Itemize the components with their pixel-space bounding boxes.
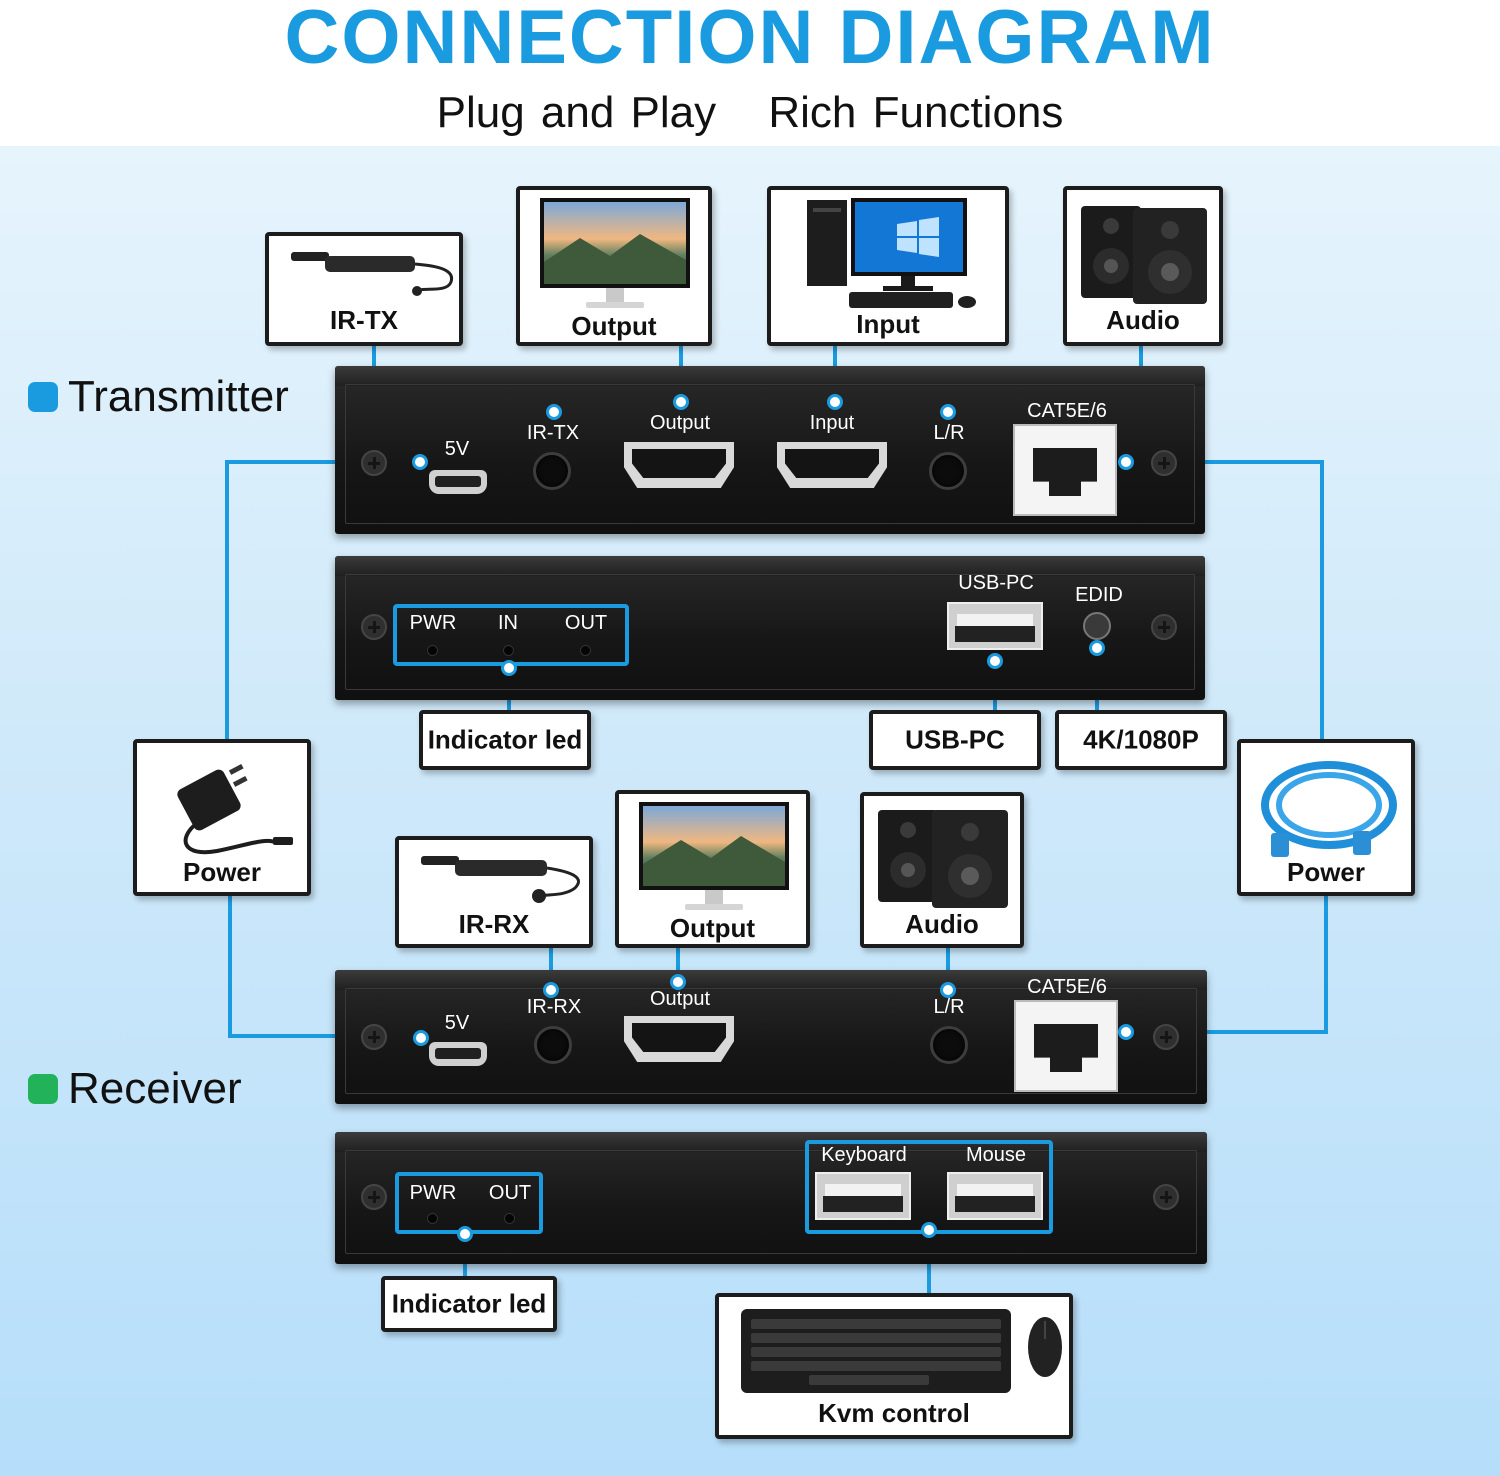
rj45-port[interactable] [1014,1000,1118,1092]
port-label-edid: EDID [1075,584,1123,606]
tx-audio-device: Audio [1063,186,1223,346]
tx-indicator-led-label: Indicator led [427,724,583,755]
receiver-label: Receiver [28,1064,242,1114]
pc-icon [807,198,976,308]
ir-tx-label: IR-TX [330,305,398,335]
port-label-output: Output [649,988,711,1010]
pwr-led [427,1213,438,1224]
out-led [504,1213,515,1224]
receiver-back-panel: PWR OUT Keyboard Mouse [335,1132,1207,1264]
usb-pc-box: USB-PC [869,710,1041,770]
screw-icon [1151,450,1177,476]
led-label-pwr: PWR [409,612,457,634]
micro-usb-port[interactable] [429,1042,487,1066]
transmitter-back-panel: PWR IN OUT USB-PC EDID [335,556,1205,700]
monitor-icon [639,802,789,910]
hdmi-output-port[interactable] [624,1016,734,1062]
port-label-cat: CAT5E/6 [1027,976,1107,998]
screw-icon [1153,1184,1179,1210]
rx-output-device: Output [615,790,810,948]
transmitter-front-panel: 5V IR-TX Output Input L/R CAT5E/6 [335,366,1205,534]
tx-input-label: Input [856,309,920,339]
edid-mode-box: 4K/1080P [1055,710,1227,770]
network-cable-device: Power [1237,739,1415,896]
transmitter-marker [28,382,58,412]
keyboard-usb-port[interactable] [815,1172,911,1220]
ir-cable-icon [421,856,580,903]
rx-audio-device: Audio [860,792,1024,948]
hdmi-input-port[interactable] [777,442,887,488]
subtitle-rich-functions: Rich Functions [768,88,1064,137]
tx-output-device: Output [516,186,712,346]
led-label-out: OUT [488,1182,532,1204]
power-adapter-icon [177,763,293,855]
page-title: CONNECTION DIAGRAM [284,0,1216,80]
audio-lr-jack[interactable] [930,1026,968,1064]
port-label-input: Input [809,412,855,434]
network-cable-icon [1261,761,1397,857]
audio-lr-jack[interactable] [929,452,967,490]
rx-indicator-led-box: Indicator led [381,1276,557,1332]
ir-rx-label: IR-RX [458,909,530,939]
port-label-5v: 5V [444,1012,470,1034]
usb-pc-port[interactable] [947,602,1043,650]
port-label-keyboard: Keyboard [821,1144,907,1166]
tx-input-device: Input [767,186,1009,346]
port-label-ir-rx: IR-RX [526,996,582,1018]
micro-usb-port[interactable] [429,470,487,494]
tx-audio-label: Audio [1106,305,1180,335]
ir-tx-jack[interactable] [533,452,571,490]
hdmi-output-port[interactable] [624,442,734,488]
ir-rx-device: IR-RX [395,836,593,948]
tx-indicator-led-box: Indicator led [419,710,591,770]
screw-icon [361,450,387,476]
tx-output-label: Output [571,311,657,341]
screw-icon [1153,1024,1179,1050]
led-label-pwr: PWR [409,1182,457,1204]
ir-rx-jack[interactable] [534,1026,572,1064]
receiver-front-panel: 5V IR-RX Output L/R CAT5E/6 [335,970,1207,1104]
power-left-label: Power [182,857,262,887]
port-label-lr: L/R [933,422,965,444]
rx-output-label: Output [669,913,756,943]
mouse-usb-port[interactable] [947,1172,1043,1220]
led-label-in: IN [498,612,518,634]
screw-icon [361,1184,387,1210]
power-right-label: Power [1286,857,1366,887]
speakers-icon [1081,206,1207,304]
speakers-icon [878,810,1008,908]
screw-icon [361,614,387,640]
port-label-lr: L/R [933,996,965,1018]
rx-audio-label: Audio [905,909,979,939]
edid-mode-label: 4K/1080P [1083,724,1199,755]
kvm-control-label: Kvm control [818,1398,970,1428]
port-label-5v: 5V [444,438,470,460]
out-led [580,645,591,656]
rj45-port[interactable] [1013,424,1117,516]
receiver-marker [28,1074,58,1104]
screw-icon [1151,614,1177,640]
port-label-cat: CAT5E/6 [1027,400,1107,422]
screw-icon [361,1024,387,1050]
usb-pc-label: USB-PC [905,724,1005,755]
kvm-control-device: Kvm control [715,1293,1073,1439]
port-label-ir-tx: IR-TX [526,422,580,444]
port-label-output: Output [649,412,711,434]
pwr-led [427,645,438,656]
ir-cable-icon [291,252,454,296]
port-label-usb-pc: USB-PC [958,572,1034,594]
page-subtitle: Plug and Play Rich Functions [0,88,1500,138]
edid-button[interactable] [1083,612,1111,640]
subtitle-plug-and-play: Plug and Play [436,88,717,137]
keyboard-mouse-icon [741,1309,1062,1393]
power-adapter-device: Power [133,739,311,896]
monitor-icon [540,198,690,308]
ir-tx-device: IR-TX [265,232,463,346]
rx-indicator-led-label: Indicator led [391,1288,547,1319]
transmitter-label: Transmitter [28,372,289,422]
port-label-mouse: Mouse [965,1144,1027,1166]
header: CONNECTION DIAGRAM Plug and Play Rich Fu… [0,0,1500,146]
in-led [503,645,514,656]
led-label-out: OUT [564,612,608,634]
